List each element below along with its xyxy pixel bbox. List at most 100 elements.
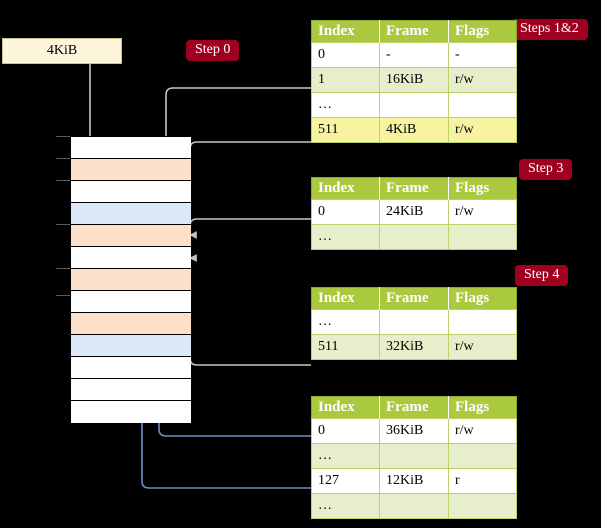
cell-flags: r/w [448,334,517,360]
column-header-flags: Flags [448,20,517,43]
table-header-row: Index Frame Flags [311,287,517,310]
page-table-level-1: Index Frame Flags 0 24KiB r/w … [311,177,517,250]
memory-tick [56,158,70,159]
cell-flags [448,443,517,469]
cell-index: … [311,224,380,250]
badge-step-3: Step 3 [519,159,573,180]
table-row: 0 - - [311,42,517,68]
physical-memory-column [70,136,191,423]
cell-flags: r/w [448,199,517,225]
cell-frame: 12KiB [379,468,449,494]
table-row: 1 16KiB r/w [311,67,517,93]
cell-index: … [311,309,380,335]
cell-frame: 32KiB [379,334,449,360]
column-header-index: Index [311,177,380,200]
memory-row [71,181,191,203]
column-header-flags: Flags [448,177,517,200]
cell-flags: r [448,468,517,494]
memory-row [71,401,191,423]
cell-flags [448,493,517,519]
cell-frame [379,224,449,250]
table-row: … [311,92,517,118]
table-row: … [311,224,517,250]
memory-row [71,379,191,401]
cell-frame [379,309,449,335]
column-header-index: Index [311,287,380,310]
memory-row [71,247,191,269]
table-header-row: Index Frame Flags [311,396,517,419]
table-row: 511 4KiB r/w [311,117,517,143]
cell-frame [379,493,449,519]
memory-row [71,225,191,247]
column-header-frame: Frame [379,20,449,43]
cell-frame: - [379,42,449,68]
cell-frame [379,92,449,118]
column-header-index: Index [311,396,380,419]
table-row: 127 12KiB r [311,468,517,494]
source-page-label: 4KiB [46,43,78,58]
memory-tick [56,295,70,296]
wire-step4 [183,301,311,366]
source-page-box: 4KiB [2,38,122,64]
memory-tick [56,180,70,181]
badge-label: Step 4 [524,267,560,282]
cell-flags [448,224,517,250]
wire-step3 [189,218,311,262]
table-row: … [311,309,517,335]
column-header-frame: Frame [379,177,449,200]
cell-frame: 16KiB [379,67,449,93]
column-header-flags: Flags [448,396,517,419]
cell-flags: - [448,42,517,68]
column-header-flags: Flags [448,287,517,310]
badge-step-0: Step 0 [186,40,240,61]
memory-tick [56,136,70,137]
wire-steps12-b [189,141,311,239]
cell-index: 0 [311,418,380,444]
memory-row [71,269,191,291]
table-header-row: Index Frame Flags [311,177,517,200]
page-table-level-0: Index Frame Flags 0 - - 1 16KiB r/w … 51… [311,20,517,143]
cell-index: 511 [311,117,380,143]
table-row: … [311,443,517,469]
cell-frame [379,443,449,469]
memory-row [71,159,191,181]
table-row: … [311,493,517,519]
column-header-frame: Frame [379,396,449,419]
page-table-level-2: Index Frame Flags … 511 32KiB r/w [311,287,517,360]
cell-flags [448,92,517,118]
badge-label: Steps 1&2 [520,21,579,36]
memory-row [71,291,191,313]
memory-row [71,137,191,159]
cell-flags: r/w [448,418,517,444]
memory-tick [56,224,70,225]
table-row: 0 24KiB r/w [311,199,517,225]
cell-index: 127 [311,468,380,494]
table-row: 511 32KiB r/w [311,334,517,360]
memory-row [71,335,191,357]
cell-index: … [311,493,380,519]
memory-row [71,357,191,379]
cell-index: 0 [311,42,380,68]
badge-label: Step 3 [528,161,564,176]
cell-frame: 24KiB [379,199,449,225]
memory-row [71,313,191,335]
badge-label: Step 0 [195,42,231,57]
cell-flags [448,309,517,335]
cell-index: 511 [311,334,380,360]
cell-index: 1 [311,67,380,93]
badge-steps-1-2: Steps 1&2 [511,19,588,40]
memory-tick [56,268,70,269]
memory-row [71,203,191,225]
page-table-level-3: Index Frame Flags 0 36KiB r/w … 127 12Ki… [311,396,517,519]
cell-frame: 36KiB [379,418,449,444]
cell-flags: r/w [448,67,517,93]
table-header-row: Index Frame Flags [311,20,517,43]
cell-index: … [311,443,380,469]
cell-index: … [311,92,380,118]
table-row: 0 36KiB r/w [311,418,517,444]
badge-step-4: Step 4 [515,265,569,286]
column-header-index: Index [311,20,380,43]
cell-index: 0 [311,199,380,225]
column-header-frame: Frame [379,287,449,310]
